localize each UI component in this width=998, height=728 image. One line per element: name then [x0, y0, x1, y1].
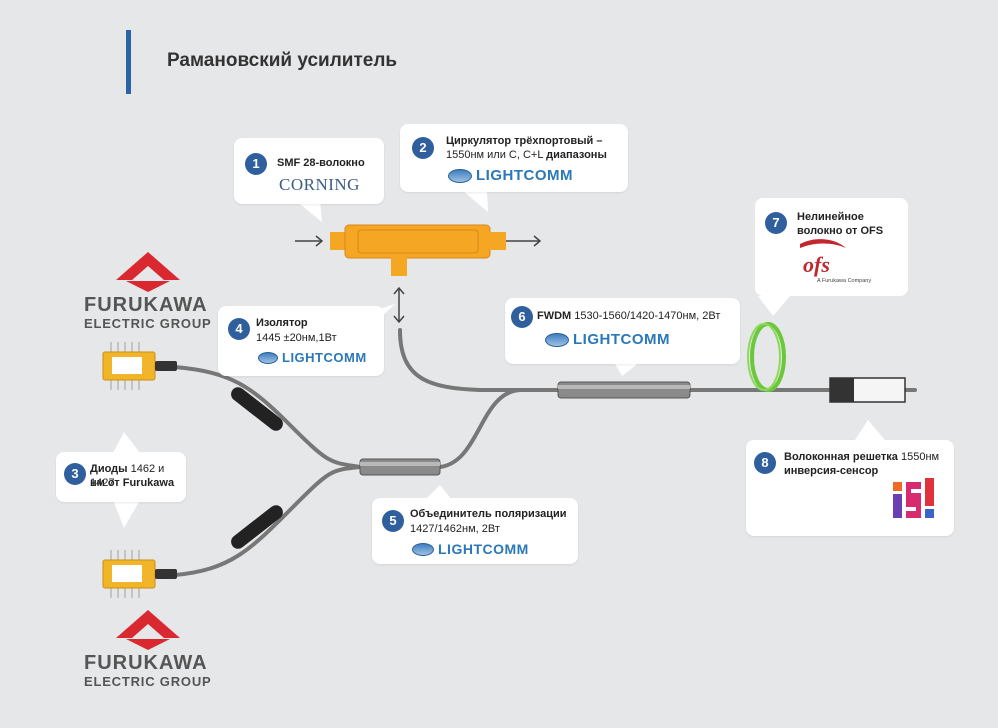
- callout-6-line1-bold: FWDM: [537, 310, 575, 322]
- number-badge-1: 1: [245, 153, 267, 175]
- lightcomm-logo-5: LIGHTCOMM: [412, 541, 529, 557]
- callout-3-diodes: 3 Диоды 1462 и 1427 нм от Furukawa: [56, 452, 186, 502]
- corning-logo: CORNING: [279, 175, 360, 194]
- fiber-diode2: [173, 465, 362, 577]
- lightcomm-logo-4: LIGHTCOMM: [258, 350, 367, 365]
- number-badge-2: 2: [412, 137, 434, 159]
- number-badge-3: 3: [64, 463, 86, 485]
- furukawa-mark-2: [116, 610, 180, 650]
- callout-6-fwdm: 6 FWDM 1530-1560/1420-1470нм, 2Вт LIGHTC…: [505, 298, 740, 364]
- page-title: Рамановский усилитель: [167, 50, 398, 71]
- callout-7-line2: волокно от OFS: [797, 225, 884, 237]
- callout-3-line1-plain: 1462 и 1427: [90, 463, 165, 489]
- lightcomm-text: LIGHTCOMM: [438, 541, 529, 557]
- lightcomm-text: LIGHTCOMM: [476, 167, 573, 184]
- callout-8-line1-plain: 1550нм: [900, 451, 940, 463]
- circulator-port-down: [391, 256, 407, 276]
- furukawa-logo-2-name: FURUKAWA: [84, 652, 208, 674]
- lightcomm-mark-icon: [258, 351, 278, 364]
- lightcomm-mark-icon: [412, 542, 434, 556]
- lightcomm-text: LIGHTCOMM: [573, 331, 670, 348]
- lightcomm-mark-icon: [545, 332, 569, 347]
- callout-3-line1: Диоды 1462 и 1427: [90, 462, 186, 490]
- ofs-swoosh-icon: [800, 239, 846, 248]
- callout-5-line1: Объединитель поляризации: [410, 508, 567, 520]
- callout-4-isolator: 4 Изолятор 1445 ±20нм,1Вт LIGHTCOMM: [218, 306, 384, 376]
- isolator-sleeves: [231, 387, 283, 549]
- callout-8-line2: инверсия-сенсор: [784, 465, 879, 477]
- callout-2-line2-bold: диапазоны: [546, 149, 607, 161]
- callout-2-line2: 1550нм или C, C+L диапазоны: [446, 148, 607, 162]
- callout-5-line2: 1427/1462нм, 2Вт: [410, 523, 500, 535]
- number-badge-4: 4: [228, 318, 250, 340]
- fiber-circulator: [398, 328, 562, 392]
- lightcomm-logo-2: LIGHTCOMM: [448, 167, 573, 184]
- circulator-stub-right: [488, 232, 506, 250]
- callout-8-line1: Волоконная решетка 1550нм: [784, 450, 939, 464]
- number-badge-6: 6: [511, 306, 533, 328]
- title-accent-bar: [126, 30, 131, 94]
- callout-6-line1-plain: 1530-1560/1420-1470нм, 2Вт: [574, 310, 721, 322]
- callout-3-line1-bold: Диоды: [90, 463, 131, 475]
- lightcomm-text: LIGHTCOMM: [282, 350, 367, 365]
- callout-4-line2: 1445 ±20нм,1Вт: [256, 332, 337, 344]
- circulator-stub-left: [330, 232, 348, 250]
- callout-5-combiner: 5 Объединитель поляризации 1427/1462нм, …: [372, 498, 578, 564]
- furukawa-logo-2-sub: ELECTRIC GROUP: [84, 674, 212, 689]
- number-badge-7: 7: [765, 212, 787, 234]
- callout-1-text: SMF 28-волокно: [277, 157, 365, 169]
- callout-2-circulator: 2 Циркулятор трёхпортовый – 1550нм или C…: [400, 124, 628, 192]
- number-badge-8: 8: [754, 452, 776, 474]
- laser-diode-1: [102, 342, 177, 390]
- callout-7-ofs-fiber: 7 Нелинейное волокно от OFS ofs A Furuka…: [755, 198, 908, 296]
- callout-2-line2-plain: 1550нм или C, C+L: [446, 149, 547, 161]
- callout-6-line1: FWDM 1530-1560/1420-1470нм, 2Вт: [537, 309, 720, 323]
- callout-3-line2: нм от Furukawa: [90, 477, 175, 489]
- callout-4-line1: Изолятор: [256, 317, 308, 329]
- number-badge-5: 5: [382, 510, 404, 532]
- furukawa-mark-1: [116, 252, 180, 292]
- laser-diode-2: [102, 550, 177, 598]
- ofs-logo: ofs: [803, 252, 830, 277]
- callout-1-smf28: 1 SMF 28-волокно CORNING: [234, 138, 384, 204]
- callout-8-line1-bold: Волоконная решетка: [784, 451, 901, 463]
- fiber-diode1: [173, 365, 362, 469]
- ofs-logo-sub: A Furukawa Company: [817, 278, 872, 284]
- lightcomm-logo-6: LIGHTCOMM: [545, 331, 670, 348]
- callout-2-line1: Циркулятор трёхпортовый –: [446, 135, 603, 147]
- callout-7-line1: Нелинейное: [797, 211, 864, 223]
- furukawa-logo-1-name: FURUKAWA: [84, 294, 208, 316]
- furukawa-logo-1-sub: ELECTRIC GROUP: [84, 316, 212, 331]
- lightcomm-mark-icon: [448, 168, 472, 183]
